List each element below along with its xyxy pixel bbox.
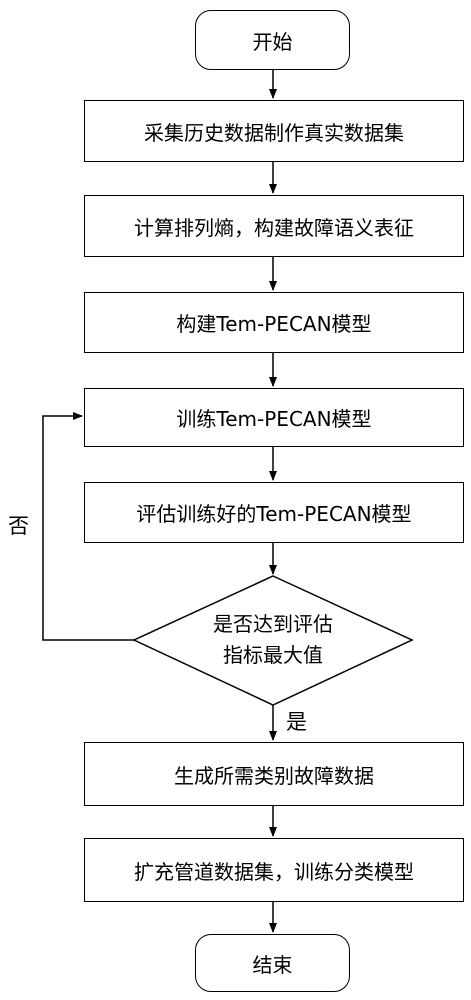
no-branch-label: 否	[8, 514, 29, 538]
decision-text: 是否达到评估 指标最大值	[173, 609, 373, 671]
collect-data-label: 采集历史数据制作真实数据集	[144, 120, 404, 145]
expand-dataset-step: 扩充管道数据集，训练分类模型	[84, 838, 464, 902]
arrow-no-loop-back	[42, 412, 134, 641]
train-model-label: 训练Tem-PECAN模型	[176, 407, 372, 431]
start-label: 开始	[252, 29, 293, 54]
collect-data-step: 采集历史数据制作真实数据集	[84, 100, 464, 162]
evaluate-model-step: 评估训练好的Tem-PECAN模型	[84, 482, 464, 543]
expand-dataset-label: 扩充管道数据集，训练分类模型	[134, 859, 414, 884]
generate-fault-data-label: 生成所需类别故障数据	[174, 763, 374, 788]
yes-branch-label: 是	[286, 710, 307, 734]
decision-line-1: 是否达到评估	[213, 612, 333, 636]
start-node: 开始	[195, 10, 350, 70]
evaluate-model-label: 评估训练好的Tem-PECAN模型	[136, 502, 412, 526]
generate-fault-data-step: 生成所需类别故障数据	[84, 742, 464, 806]
build-model-label: 构建Tem-PECAN模型	[176, 312, 372, 336]
entropy-step: 计算排列熵，构建故障语义表征	[84, 195, 464, 257]
train-model-step: 训练Tem-PECAN模型	[84, 388, 464, 447]
decision-line-2: 指标最大值	[223, 643, 323, 667]
end-label: 结束	[252, 952, 293, 977]
build-model-step: 构建Tem-PECAN模型	[84, 292, 464, 353]
entropy-label: 计算排列熵，构建故障语义表征	[134, 215, 414, 240]
end-node: 结束	[195, 934, 350, 992]
